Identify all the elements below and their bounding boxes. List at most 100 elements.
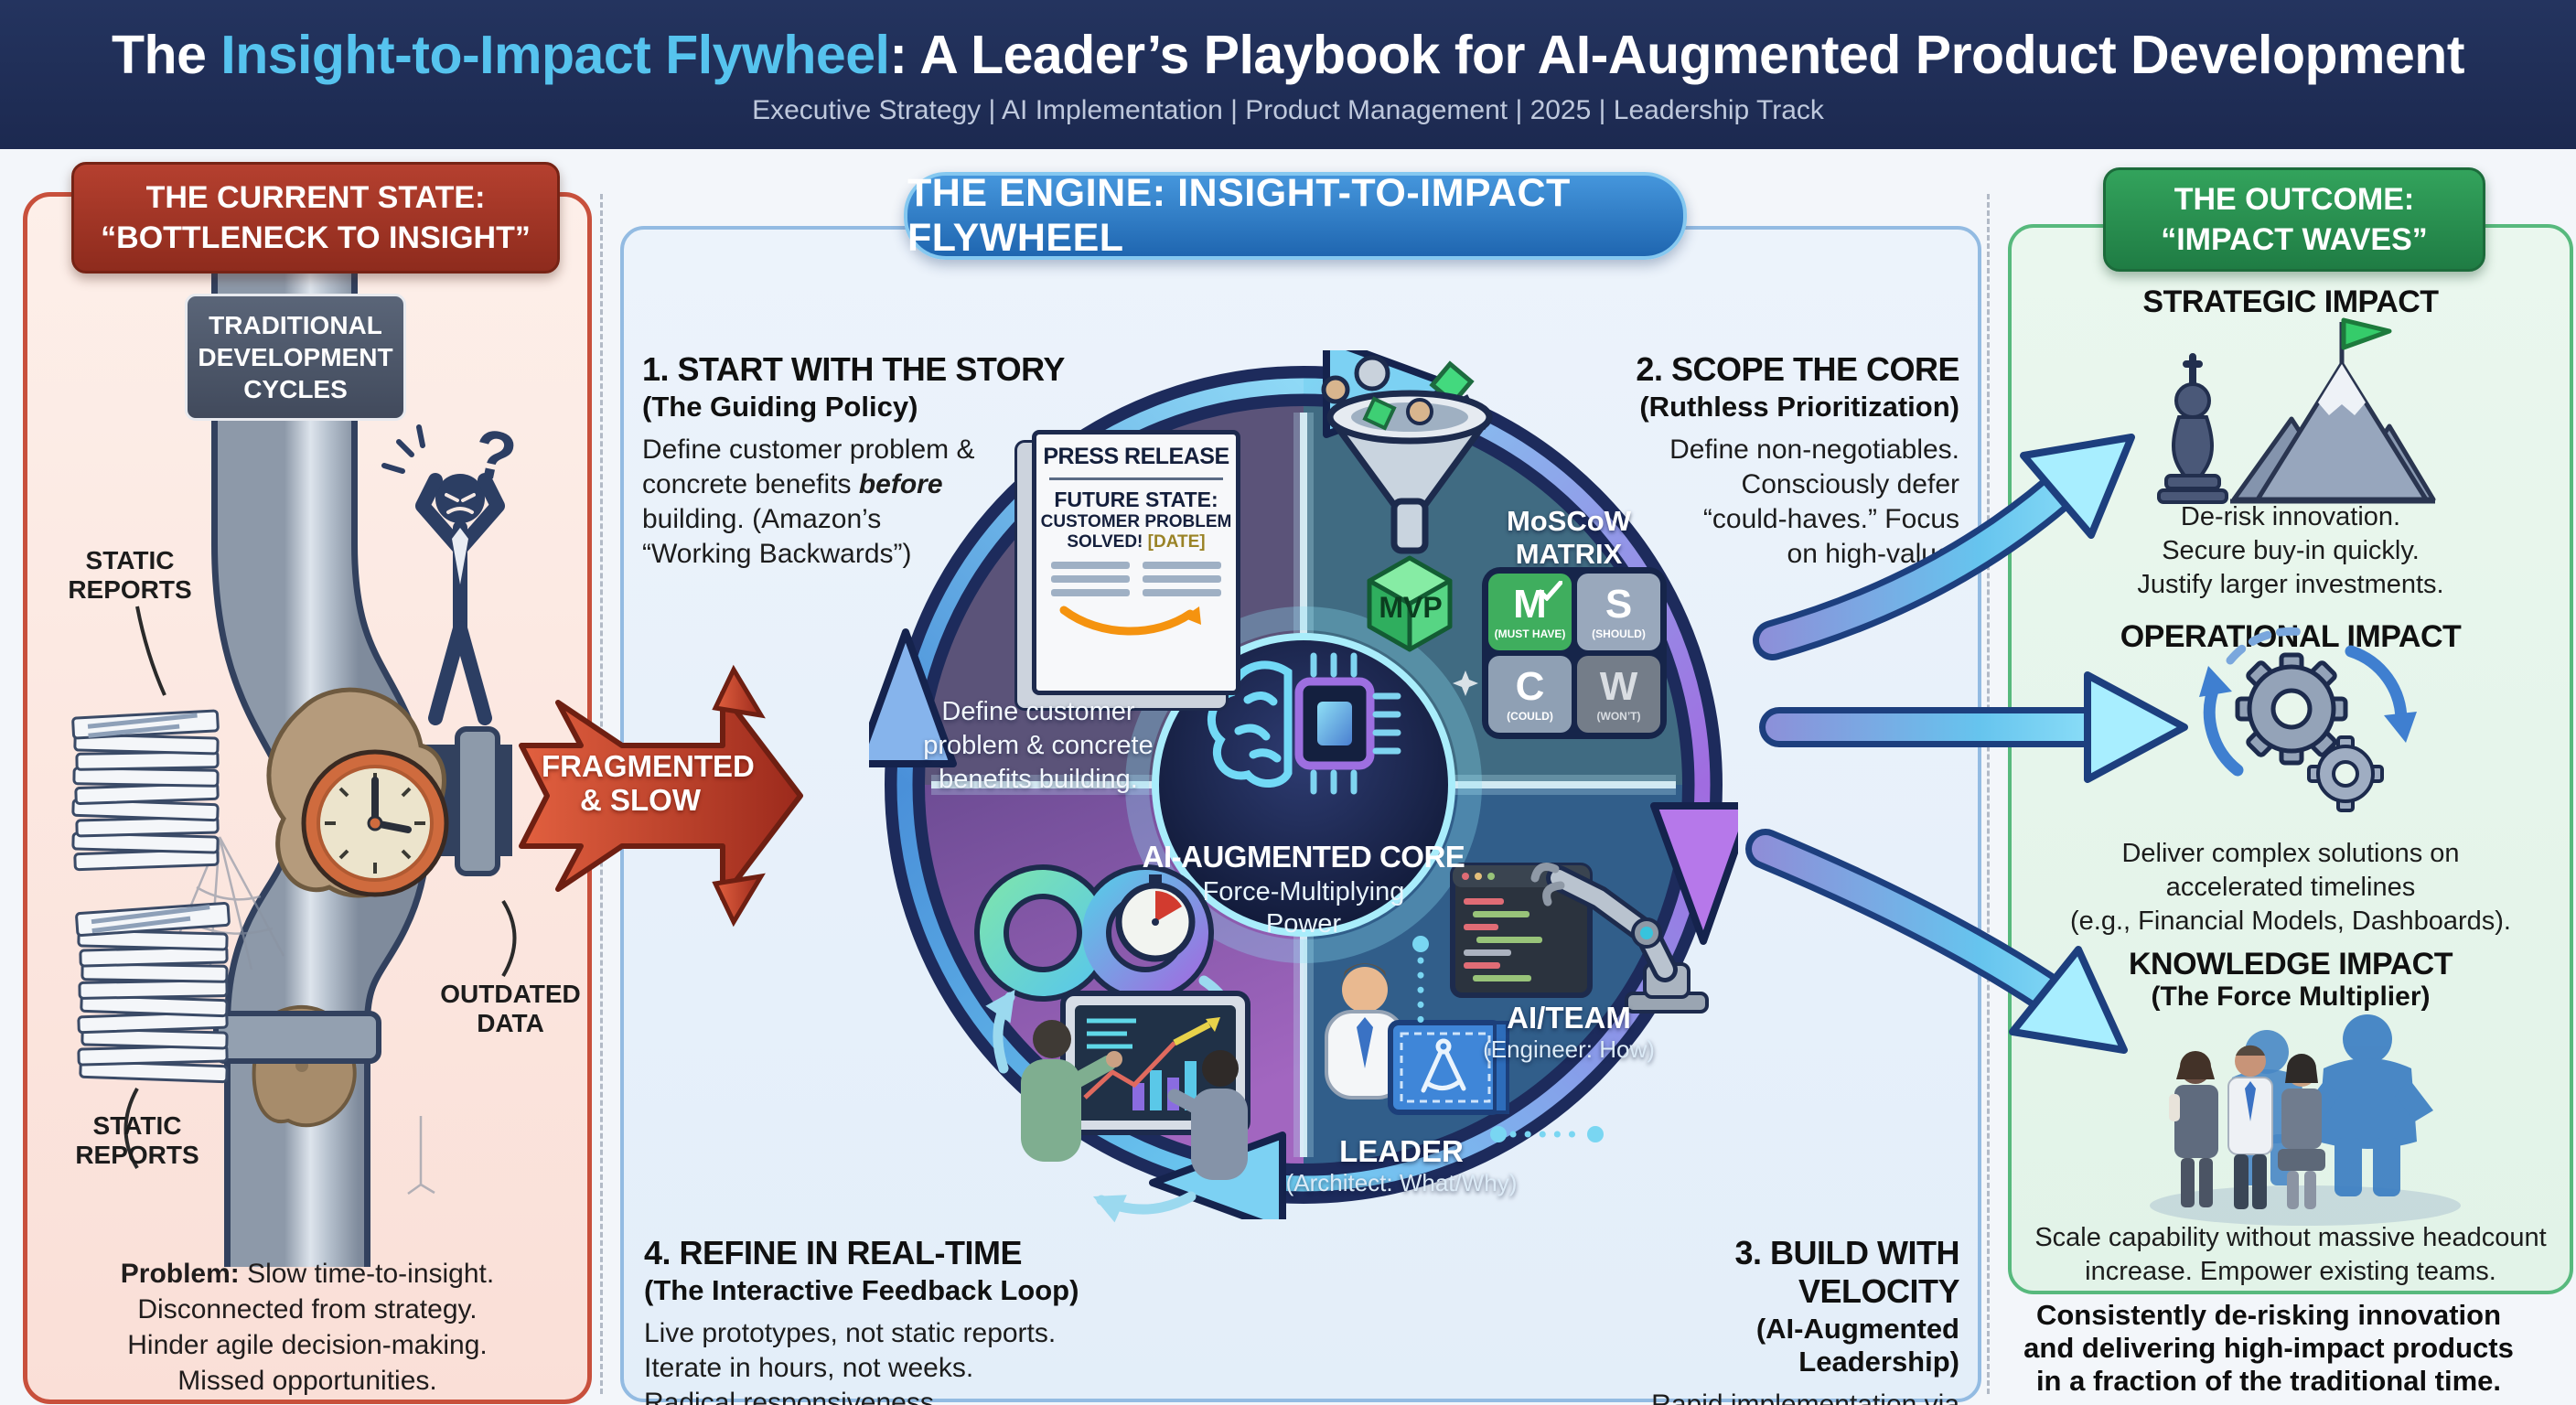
- ai-team-sublabel: (Engineer: How): [1483, 1035, 1655, 1063]
- step-1-title: 1. START WITH THE STORY: [642, 350, 1065, 388]
- moscow-letter-c: C: [1515, 663, 1545, 709]
- moscow-matrix-label: MoSCoW MATRIX: [1506, 505, 1632, 570]
- moscow-matrix: M (MUST HAVE) S (SHOULD) C (COULD) W (WO…: [1482, 567, 1667, 739]
- press-release-card: PRESS RELEASE FUTURE STATE: CUSTOMER PRO…: [1032, 430, 1240, 695]
- brain-chip-icon: [1208, 652, 1401, 795]
- leader-sublabel: (Architect: What/Why): [1285, 1169, 1518, 1196]
- title-accent: Insight-to-Impact Flywheel: [220, 25, 890, 85]
- step-3-title: 3. BUILD WITH VELOCITY: [1734, 1234, 1960, 1310]
- step-1-subtitle: (The Guiding Policy): [642, 391, 918, 423]
- moscow-cell-must: M (MUST HAVE): [1488, 574, 1572, 650]
- infinity-loop-icon: [974, 864, 1214, 1002]
- header-band: The Insight-to-Impact Flywheel: A Leader…: [0, 0, 2576, 149]
- press-release-line2: CUSTOMER PROBLEM: [1040, 512, 1232, 531]
- right-dashed-divider: [1987, 194, 1990, 1394]
- static-reports-label-top: STATIC REPORTS: [68, 546, 192, 605]
- step-1-body-post: building. (Amazon’s “Working Backwards”): [642, 504, 912, 569]
- static-reports-stack-bottom: [75, 902, 231, 1084]
- current-state-header: THE CURRENT STATE:“BOTTLENECK TO INSIGHT…: [71, 162, 560, 274]
- cobweb: [172, 836, 435, 1196]
- problem-text: Slow time-to-insight. Disconnected from …: [127, 1259, 495, 1396]
- team-member-2: [2227, 1045, 2273, 1209]
- moscow-letter-s: S: [1605, 581, 1633, 627]
- funnel-icon: [1321, 355, 1493, 554]
- step-3-subtitle: (AI-Augmented Leadership): [1755, 1313, 1959, 1378]
- ai-code-illustration: [1450, 863, 1709, 1014]
- analyst-figure-right: [1167, 1050, 1248, 1180]
- arrow-right-icon: [1650, 802, 1738, 945]
- problem-label: Problem:: [120, 1259, 240, 1289]
- robot-arm-icon: [1530, 863, 1709, 1014]
- impact-waves-arrows: [1745, 434, 2188, 1054]
- static-reports-label-bottom: STATIC REPORTS: [75, 1111, 199, 1170]
- press-release-title: PRESS RELEASE: [1043, 444, 1229, 469]
- strategic-impact-body: De-risk innovation. Secure buy-in quickl…: [2137, 502, 2444, 599]
- impact-arrowhead-top: [2020, 434, 2135, 539]
- mvp-label: MVP: [1379, 591, 1443, 624]
- frustrated-person: [381, 424, 505, 725]
- moscow-cell-could: C (COULD): [1488, 656, 1572, 733]
- amazon-smile-icon: [1059, 606, 1201, 636]
- mvp-cube-icon: [1367, 555, 1453, 652]
- step-4-subtitle: (The Interactive Feedback Loop): [644, 1274, 1079, 1306]
- page-title: The Insight-to-Impact Flywheel: A Leader…: [0, 0, 2576, 86]
- engine-header: THE ENGINE: INSIGHT-TO-IMPACT FLYWHEEL: [904, 171, 1687, 260]
- clock-icon: [301, 749, 449, 897]
- outdated-data-label: OUTDATED DATA: [440, 980, 581, 1038]
- step-4-title: 4. REFINE IN REAL-TIME: [644, 1234, 1023, 1271]
- outcome-header: THE OUTCOME:“IMPACT WAVES”: [2103, 167, 2485, 273]
- step-2-title: 2. SCOPE THE CORE: [1636, 350, 1959, 388]
- chess-king-icon: [2157, 353, 2228, 504]
- blueprint-icon: [1388, 1020, 1509, 1115]
- knowledge-impact-icons: [2150, 1014, 2461, 1226]
- step-1-body-pre: Define customer problem & concrete benef…: [642, 434, 975, 499]
- moscow-sub-s: (SHOULD): [1592, 627, 1646, 640]
- press-release-rule: [1049, 477, 1223, 480]
- mini-bar-chart: [1132, 1061, 1197, 1110]
- outcome-footer: Consistently de-risking innovation and d…: [2023, 1299, 2514, 1397]
- outcome-header-line1: THE OUTCOME:: [2174, 182, 2415, 217]
- sparkle-icon: [1453, 670, 1478, 696]
- impact-arrowhead-bottom: [2009, 946, 2128, 1054]
- step-1-body-emphasis: before: [858, 469, 943, 499]
- press-release-text-bars: [1036, 552, 1236, 603]
- operational-impact-title: OPERATIONAL IMPACT: [2120, 619, 2462, 654]
- drafting-compass-icon: [1421, 1038, 1466, 1093]
- press-release-line3: SOLVED! [DATE]: [1036, 532, 1236, 552]
- code-lines: [1464, 898, 1542, 981]
- quadrant1-caption: Define customer problem & concrete benef…: [923, 697, 1154, 794]
- title-prefix: The: [112, 25, 221, 85]
- press-release-line1: FUTURE STATE:: [1054, 488, 1218, 511]
- check-icon: [1539, 581, 1562, 601]
- ai-team-label: AI/TEAM: [1507, 1001, 1631, 1035]
- gear-large-icon: [2235, 652, 2348, 766]
- problem-statement: Problem: Slow time-to-insight. Disconnec…: [59, 1256, 556, 1399]
- fragmented-slow-arrow: [519, 664, 803, 928]
- fragmented-slow-label: FRAGMENTED & SLOW: [542, 749, 755, 817]
- moscow-sub-c: (COULD): [1507, 709, 1553, 723]
- ai-core: [1125, 606, 1482, 963]
- step-2-block: 2. SCOPE THE CORE (Ruthless Prioritizati…: [1616, 350, 1959, 572]
- arrow-left-icon: [869, 628, 957, 767]
- operational-impact-body: Deliver complex solutions on accelerated…: [2070, 839, 2511, 936]
- step-3-body: Rapid implementation via plain English i…: [1651, 1389, 1959, 1405]
- team-member-3: [2278, 1054, 2325, 1209]
- moscow-letter-w: W: [1599, 663, 1638, 709]
- title-suffix: : A Leader’s Playbook for AI-Augmented P…: [889, 25, 2464, 85]
- step-3-block: 3. BUILD WITH VELOCITY (AI-Augmented Lea…: [1607, 1234, 1959, 1405]
- mountain-icon: [2230, 317, 2436, 504]
- step-4-block: 4. REFINE IN REAL-TIME (The Interactive …: [644, 1234, 1101, 1405]
- step-2-subtitle: (Ruthless Prioritization): [1639, 391, 1959, 423]
- team-member-1: [2169, 1051, 2218, 1207]
- step-1-block: 1. START WITH THE STORY (The Guiding Pol…: [642, 350, 1077, 572]
- operational-impact-icons: [2199, 627, 2417, 812]
- strategic-impact-icons: [2157, 317, 2436, 504]
- moscow-cell-should: S (SHOULD): [1577, 574, 1660, 650]
- moscow-sub-m: (MUST HAVE): [1494, 627, 1566, 640]
- current-state-header-line1: THE CURRENT STATE:: [145, 180, 486, 215]
- press-release-date: [DATE]: [1147, 532, 1206, 552]
- impact-arrowhead-mid: [2084, 671, 2188, 783]
- stopwatch-icon: [1115, 874, 1196, 962]
- leader-illustration: [1325, 963, 1509, 1115]
